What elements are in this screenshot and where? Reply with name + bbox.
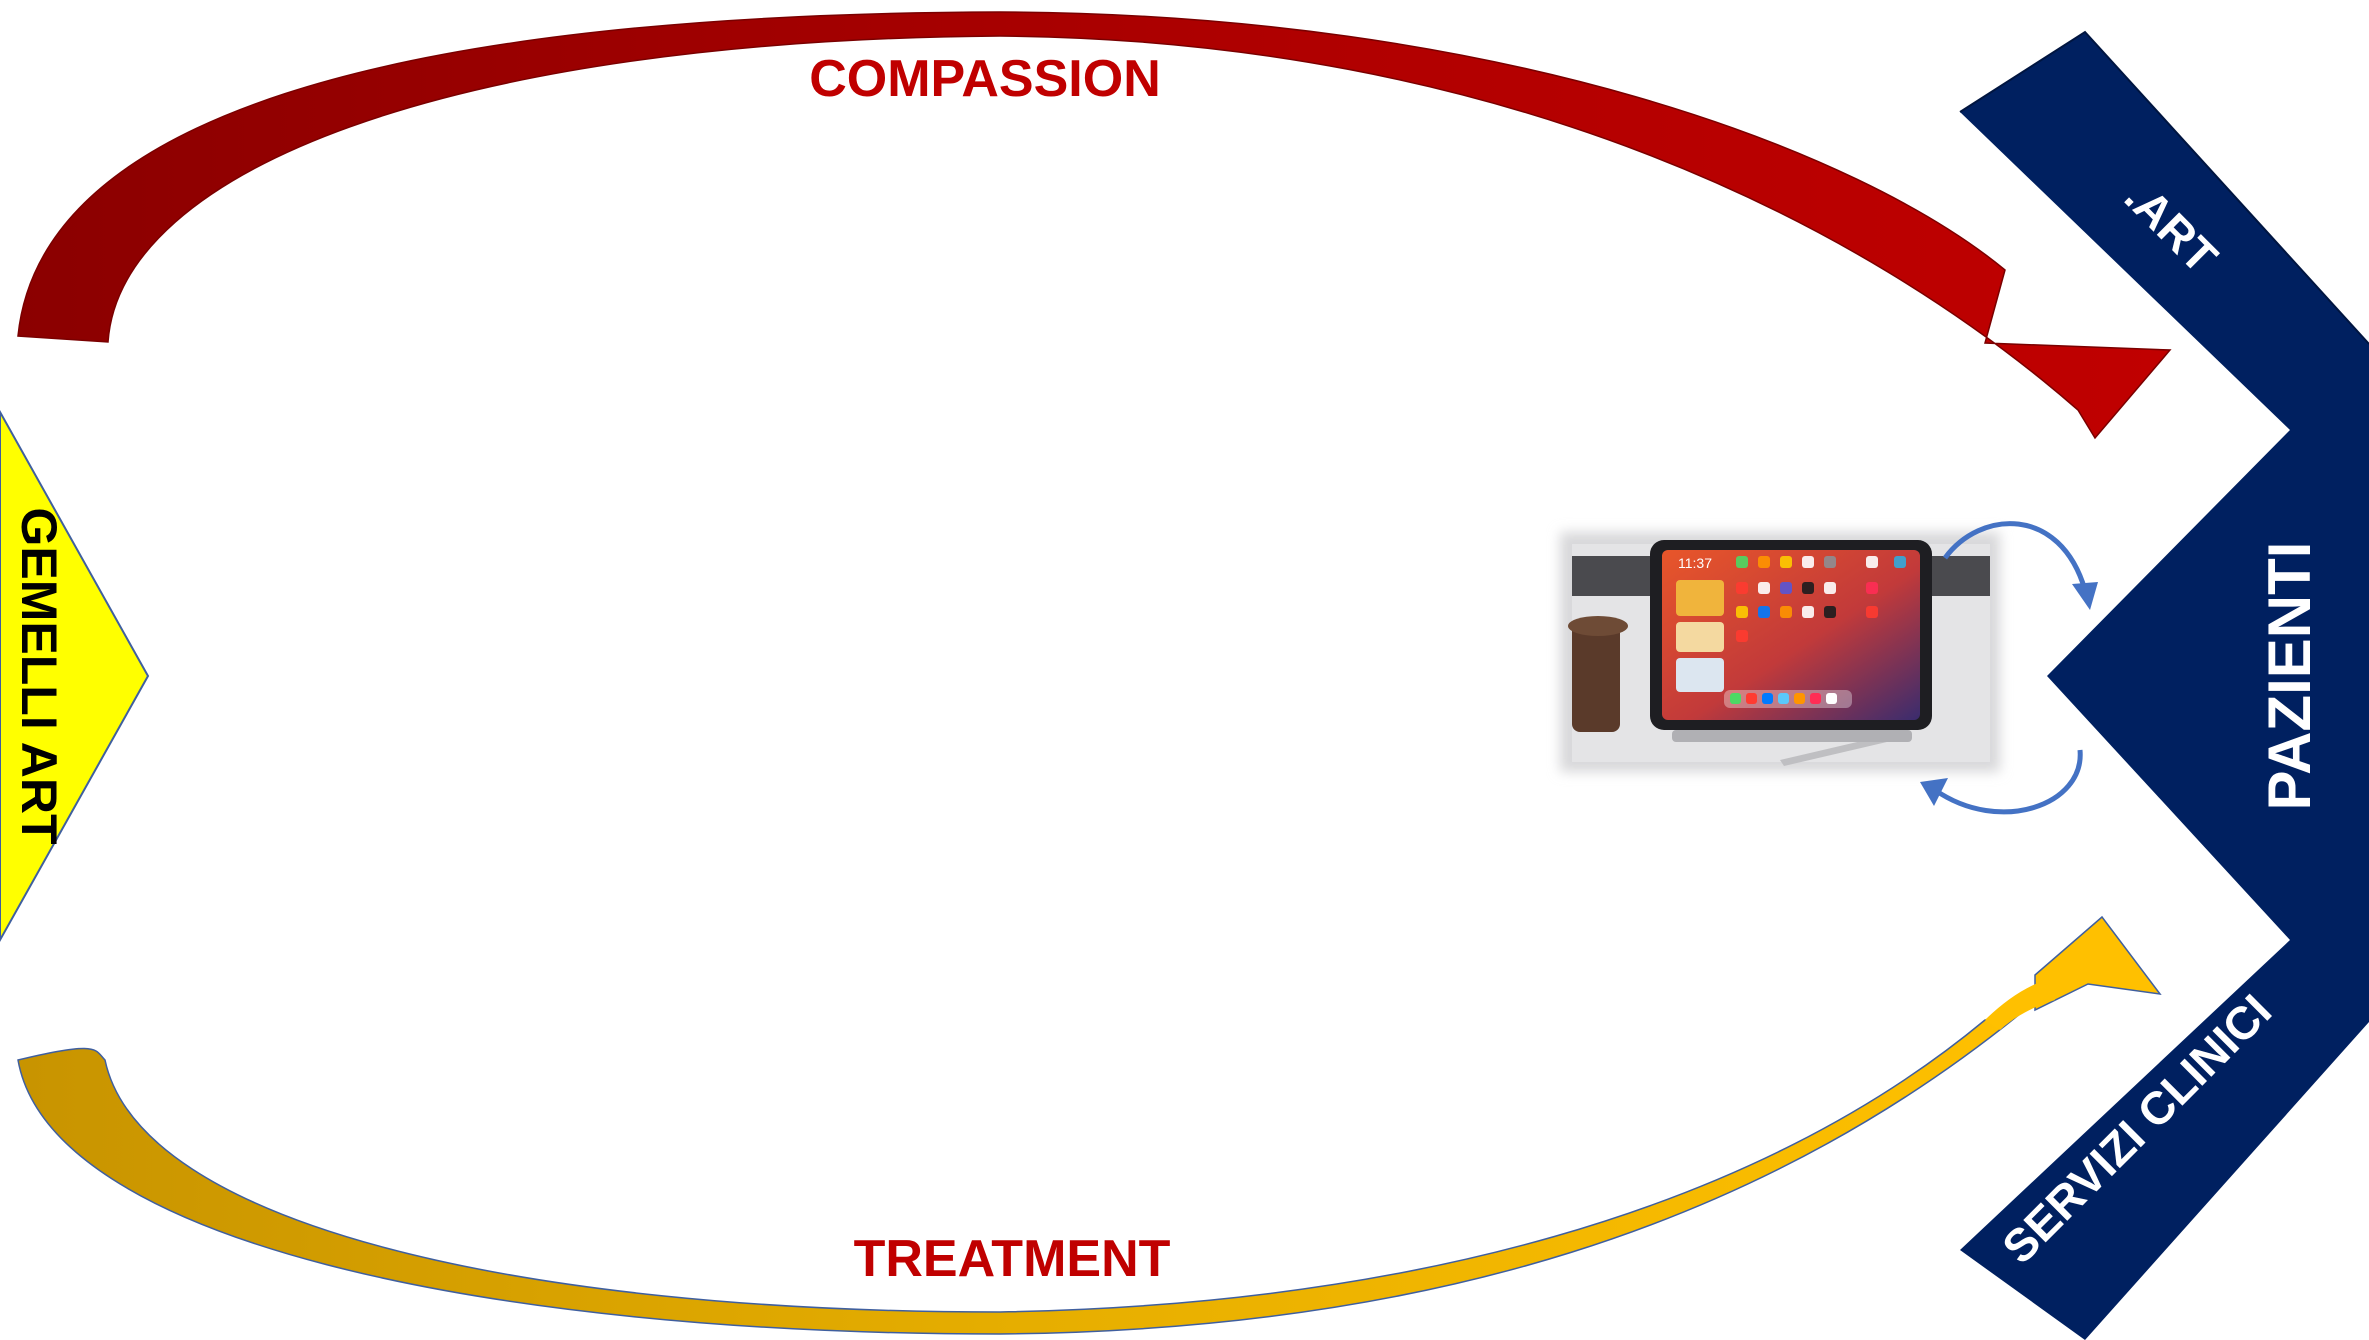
cup-shape	[1572, 622, 1620, 732]
gemelli-art-label: GEMELLI ART	[11, 507, 67, 844]
circular-arrows-icon	[1920, 521, 2098, 815]
gemelli-art-shape: GEMELLI ART	[0, 409, 150, 943]
tablet-screen	[1662, 550, 1920, 720]
pazienti-chevron: PAZIENTI .ART SERVIZI CLINICI	[1959, 30, 2369, 1340]
treatment-label: TREATMENT	[854, 1230, 1171, 1288]
treatment-arrow: TREATMENT	[17, 915, 2162, 1335]
pazienti-label: PAZIENTI	[2256, 542, 2323, 811]
tablet-time: 11:37	[1678, 555, 1712, 571]
tablet-photo: 11:37	[1560, 532, 2000, 772]
compassion-label: COMPASSION	[809, 50, 1161, 108]
compassion-arrow: COMPASSION	[17, 11, 2172, 440]
